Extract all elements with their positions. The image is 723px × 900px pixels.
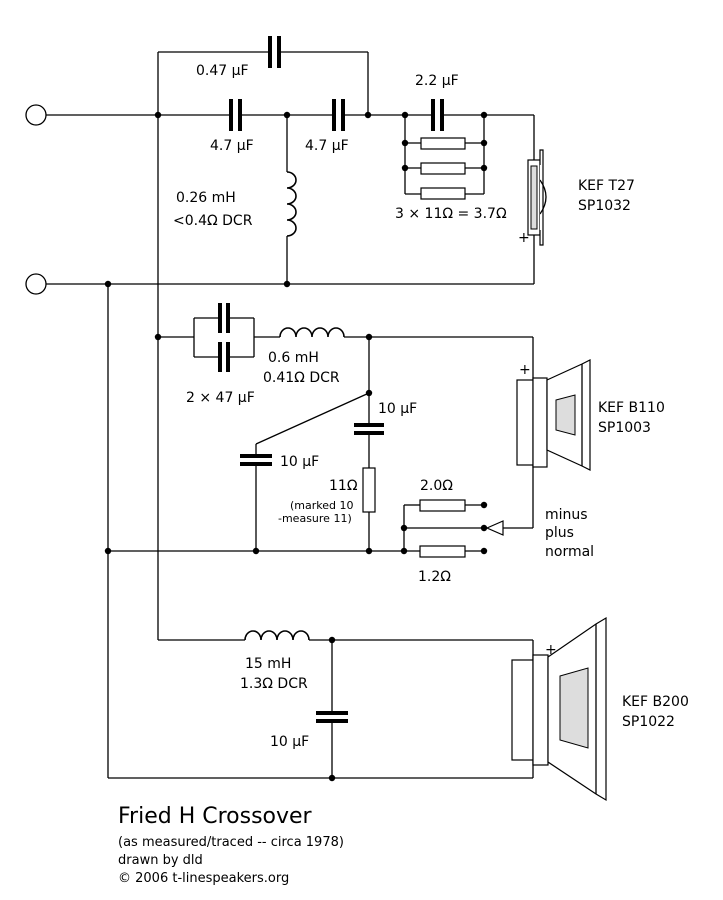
tweeter-c-bypass-label: 0.47 µF: [196, 63, 249, 79]
midrange-driver-label-2: SP1003: [598, 420, 651, 436]
tweeter-inductor-label-2: <0.4Ω DCR: [173, 213, 253, 229]
capacitor-10uF-woofer: [316, 711, 348, 723]
woofer-driver-icon: [511, 616, 607, 802]
tap-label-plus: plus: [545, 525, 574, 541]
tweeter-polarity-label: +: [518, 230, 530, 246]
input-terminal-top: [25, 104, 47, 126]
midrange-driver-label-1: KEF B110: [598, 400, 665, 416]
midrange-resistor-note-2: -measure 11): [278, 512, 352, 525]
midrange-inductor-label-2: 0.41Ω DCR: [263, 370, 340, 386]
midrange-driver-icon: [516, 359, 591, 471]
tap-selector-arrow-icon: [485, 520, 504, 536]
resistor-11ohm-3: [420, 187, 466, 200]
midrange-c-shunt-label: 10 µF: [280, 454, 319, 470]
woofer-capacitor-label: 10 µF: [270, 734, 309, 750]
caption-line-3: © 2006 t-linespeakers.org: [118, 871, 289, 886]
resistor-11ohm-1: [420, 137, 466, 150]
woofer-driver-label-2: SP1022: [622, 714, 675, 730]
tap-label-minus: minus: [545, 507, 588, 523]
capacitor-47uF-2: [218, 342, 230, 372]
capacitor-4.7uF-2: [332, 99, 345, 131]
tweeter-driver-label-1: KEF T27: [578, 178, 635, 194]
capacitor-10uF-shunt: [240, 454, 272, 466]
woofer-polarity-label: +: [545, 642, 557, 658]
resistor-11ohm-mid: [362, 467, 376, 513]
midrange-r-plus-label: 1.2Ω: [418, 569, 451, 585]
resistor-1.2ohm: [419, 545, 466, 558]
capacitor-4.7uF-1: [229, 99, 242, 131]
tweeter-c1-label: 4.7 µF: [210, 138, 254, 154]
resistor-11ohm-2: [420, 162, 466, 175]
diagram-title: Fried H Crossover: [118, 804, 313, 829]
capacitor-2.2uF: [431, 99, 444, 131]
input-terminal-bottom: [25, 273, 47, 295]
midrange-c-series-label: 10 µF: [378, 401, 417, 417]
woofer-network: 15 mH 1.3Ω DCR 10 µF + KEF B200 SP1022: [108, 616, 689, 802]
midrange-r-minus-label: 2.0Ω: [420, 478, 453, 494]
midrange-resistor-note-1: (marked 10: [290, 499, 354, 512]
woofer-driver-label-1: KEF B200: [622, 694, 689, 710]
capacitor-10uF-series: [354, 423, 384, 435]
resistor-2.0ohm: [419, 499, 466, 512]
capacitor-0.47uF: [268, 36, 281, 68]
tweeter-c2-label: 4.7 µF: [305, 138, 349, 154]
tweeter-inductor-label-1: 0.26 mH: [176, 190, 236, 206]
midrange-inductor-label-1: 0.6 mH: [268, 350, 319, 366]
midrange-resistor-label: 11Ω: [329, 478, 358, 494]
tweeter-network: 0.47 µF 4.7 µF 4.7 µF 2.2 µF 0.26 mH <0.…: [46, 36, 635, 288]
inductor-15mH: [244, 630, 310, 641]
woofer-inductor-label-2: 1.3Ω DCR: [240, 676, 308, 692]
tweeter-driver-icon: [527, 149, 547, 246]
tap-label-normal: normal: [545, 544, 594, 560]
midrange-network: 2 × 47 µF 0.6 mH 0.41Ω DCR 10 µF 10 µF 1…: [104, 115, 665, 778]
caption-line-2: drawn by dld: [118, 853, 203, 868]
inductor-0.6mH: [279, 327, 345, 338]
tweeter-resistor-label: 3 × 11Ω = 3.7Ω: [395, 206, 507, 222]
inductor-0.26mH: [286, 171, 297, 237]
tweeter-c3-label: 2.2 µF: [415, 73, 459, 89]
midrange-polarity-label: +: [519, 362, 531, 378]
caption-line-1: (as measured/traced -- circa 1978): [118, 835, 344, 850]
capacitor-47uF-1: [218, 303, 230, 333]
woofer-inductor-label-1: 15 mH: [245, 656, 291, 672]
midrange-c-pair-label: 2 × 47 µF: [186, 390, 255, 406]
tweeter-driver-label-2: SP1032: [578, 198, 631, 214]
